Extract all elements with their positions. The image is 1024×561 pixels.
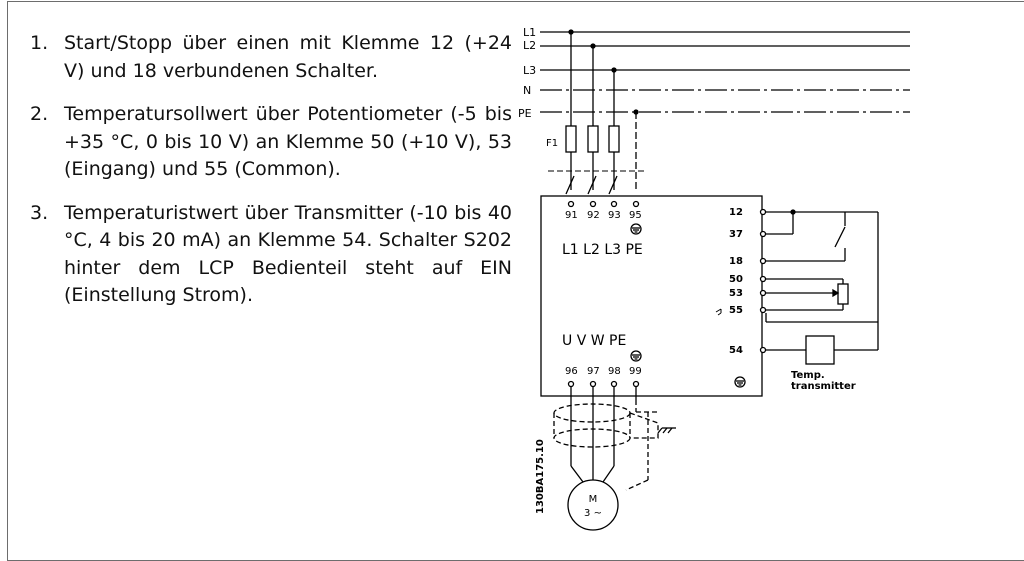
start-stop-switch [834,226,846,248]
terminal-99: 99 [629,366,642,377]
instruction-step-2: 2. Temperatursollwert über Potentiometer… [30,101,512,184]
terminal-18: 18 [729,256,743,267]
transmitter-label-line-2: transmitter [791,381,856,392]
mains-label-l1: L1 [523,26,536,39]
transmitter-label-line-1: Temp. [791,370,825,381]
motor-cable [553,387,676,491]
motor: M 3 ~ [567,479,619,531]
mains-label-pe: PE [518,107,532,120]
mains-label-l3: L3 [523,64,536,77]
terminal-53: 53 [729,288,743,299]
terminal-97: 97 [587,366,600,377]
instruction-step-1: 1. Start/Stopp über einen mit Klemme 12 … [30,30,512,85]
instruction-step-3: 3. Temperaturistwert über Transmitter (-… [30,200,512,310]
terminal-96: 96 [565,366,578,377]
ground-icon [630,223,642,235]
mains-lines: L1 L2 L3 N PE [518,26,910,120]
earth-ground-icon [657,427,676,434]
terminal-54: 54 [729,345,743,356]
fuses: F1 [546,32,645,195]
step-number: 2. [30,103,49,125]
temperature-transmitter [805,335,835,365]
terminal-98: 98 [608,366,621,377]
mains-label-n: N [523,84,531,97]
control-wiring: Temp. transmitter [765,209,879,392]
motor-label: M [589,494,598,505]
wiring-diagram: L1 L2 L3 N PE F1 91 [518,26,910,531]
step-text: Start/Stopp über einen mit Klemme 12 (+2… [64,32,512,82]
terminal-50: 50 [729,274,743,285]
common-symbol-icon [715,308,722,316]
fuse-label: F1 [546,138,558,149]
input-phase-labels: L1 L2 L3 PE [562,242,643,258]
output-phase-labels: U V W PE [562,333,626,349]
terminal-55: 55 [729,305,743,316]
terminal-92: 92 [587,210,600,221]
step-number: 1. [30,32,49,54]
ground-icon [630,350,642,362]
step-text: Temperaturistwert über Transmitter (-10 … [64,201,512,307]
terminal-95: 95 [629,210,642,221]
input-terminals: 91 92 93 95 L1 L2 L3 PE [562,200,643,258]
terminal-93: 93 [608,210,621,221]
mains-label-l2: L2 [523,39,536,52]
motor-phase-label: 3 ~ [584,508,602,519]
fuse-2 [587,125,599,153]
terminal-37: 37 [729,229,743,240]
drive-enclosure [540,195,763,397]
control-terminals: 12 37 18 50 53 55 54 [715,207,767,356]
step-number: 3. [30,201,49,224]
step-text: Temperatursollwert über Potentiometer (-… [64,103,512,180]
output-terminals: U V W PE 96 97 98 99 [562,333,746,388]
fuse-3 [608,125,620,153]
drawing-id: 130BA175.10 [535,439,546,514]
fuse-1 [565,125,577,153]
terminal-12: 12 [729,207,743,218]
instruction-list: 1. Start/Stopp über einen mit Klemme 12 … [30,30,512,326]
terminal-91: 91 [565,210,578,221]
potentiometer [837,283,849,305]
chassis-ground-icon [734,376,746,388]
